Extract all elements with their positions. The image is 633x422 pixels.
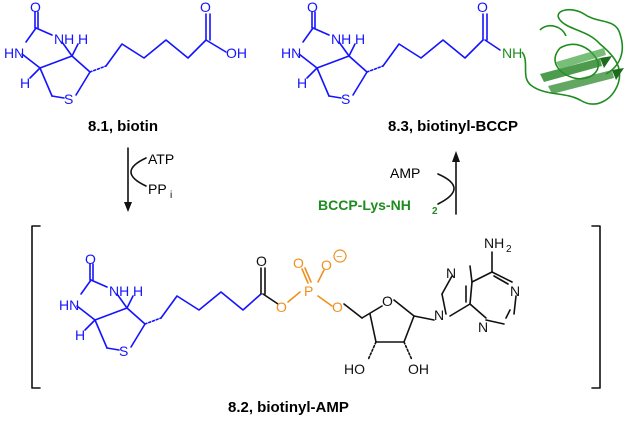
bccp-amide-nh: NH bbox=[502, 45, 522, 61]
adenine-n7: N bbox=[446, 265, 456, 281]
step1-arrow bbox=[124, 147, 147, 212]
step2-out-reagent: AMP bbox=[390, 165, 420, 181]
adenine-n9: N bbox=[434, 307, 444, 323]
ribose-3prime-oh: HO bbox=[344, 361, 365, 377]
ribose-ring-o: O bbox=[382, 293, 393, 309]
biotinyl-bccp-label: 8.3, biotinyl-BCCP bbox=[388, 118, 518, 135]
amp-ester-carbonyl-o: O bbox=[256, 253, 267, 269]
step1-in-reagent: ATP bbox=[148, 151, 174, 167]
step1-out-subscript: i bbox=[170, 190, 172, 201]
bccp-h-bottom: H bbox=[297, 75, 307, 91]
phosphate-anion-o: O bbox=[321, 257, 332, 273]
amp-h-bottom: H bbox=[75, 327, 85, 343]
negative-charge-sign: − bbox=[336, 251, 342, 263]
biotin-nh: NH bbox=[54, 31, 74, 47]
bccp-s: S bbox=[341, 91, 350, 107]
phosphorus-atom: P bbox=[304, 283, 313, 299]
phosphate-5prime-o: O bbox=[332, 299, 343, 315]
biotin-hn: HN bbox=[4, 45, 24, 61]
right-bracket bbox=[591, 225, 601, 389]
step2-in-subscript: 2 bbox=[432, 206, 438, 217]
bccp-protein-ribbon bbox=[521, 8, 624, 105]
negative-charge-icon bbox=[333, 249, 347, 263]
biotin-label: 8.1, biotin bbox=[88, 118, 158, 135]
biotinyl-amp-structure: O NH HN H H S O O P O O − O O HO OH bbox=[59, 235, 520, 377]
biotinyl-amp-label: 8.2, biotinyl-AMP bbox=[228, 399, 349, 416]
bccp-carbonyl-o: O bbox=[307, 0, 318, 15]
phosphate-ester-o: O bbox=[276, 299, 287, 315]
amp-h-top: H bbox=[133, 283, 143, 299]
step2-in-reagent: BCCP-Lys-NH bbox=[318, 197, 411, 213]
bccp-nh: NH bbox=[331, 31, 351, 47]
biotinyl-bccp-structure: O NH HN H H S O NH bbox=[281, 0, 522, 107]
step2-arrow bbox=[437, 151, 460, 215]
step1-out-reagent: PP bbox=[148, 181, 167, 197]
adenine-nh2: NH bbox=[484, 235, 504, 251]
biotin-structure: O NH HN H H S O OH bbox=[4, 0, 247, 107]
adenine-n1: N bbox=[510, 283, 520, 299]
left-bracket bbox=[31, 225, 41, 389]
biotin-acid-o: O bbox=[200, 0, 211, 15]
biotin-s: S bbox=[64, 91, 73, 107]
amp-hn: HN bbox=[59, 297, 79, 313]
bccp-amide-o: O bbox=[477, 0, 488, 15]
adenine-nh2-subscript: 2 bbox=[506, 244, 512, 255]
amp-s: S bbox=[119, 343, 128, 359]
adenine-n3: N bbox=[478, 319, 488, 335]
bccp-h-top: H bbox=[355, 31, 365, 47]
biotin-carbonyl-o: O bbox=[30, 0, 41, 15]
biotin-h-top: H bbox=[78, 31, 88, 47]
phosphate-double-o: O bbox=[293, 255, 304, 271]
amp-carbonyl-o: O bbox=[85, 251, 96, 267]
biotin-oh: OH bbox=[226, 45, 247, 61]
ribose-2prime-oh: OH bbox=[408, 361, 429, 377]
biotin-h-bottom: H bbox=[20, 75, 30, 91]
amp-nh: NH bbox=[109, 283, 129, 299]
bccp-hn: HN bbox=[281, 45, 301, 61]
